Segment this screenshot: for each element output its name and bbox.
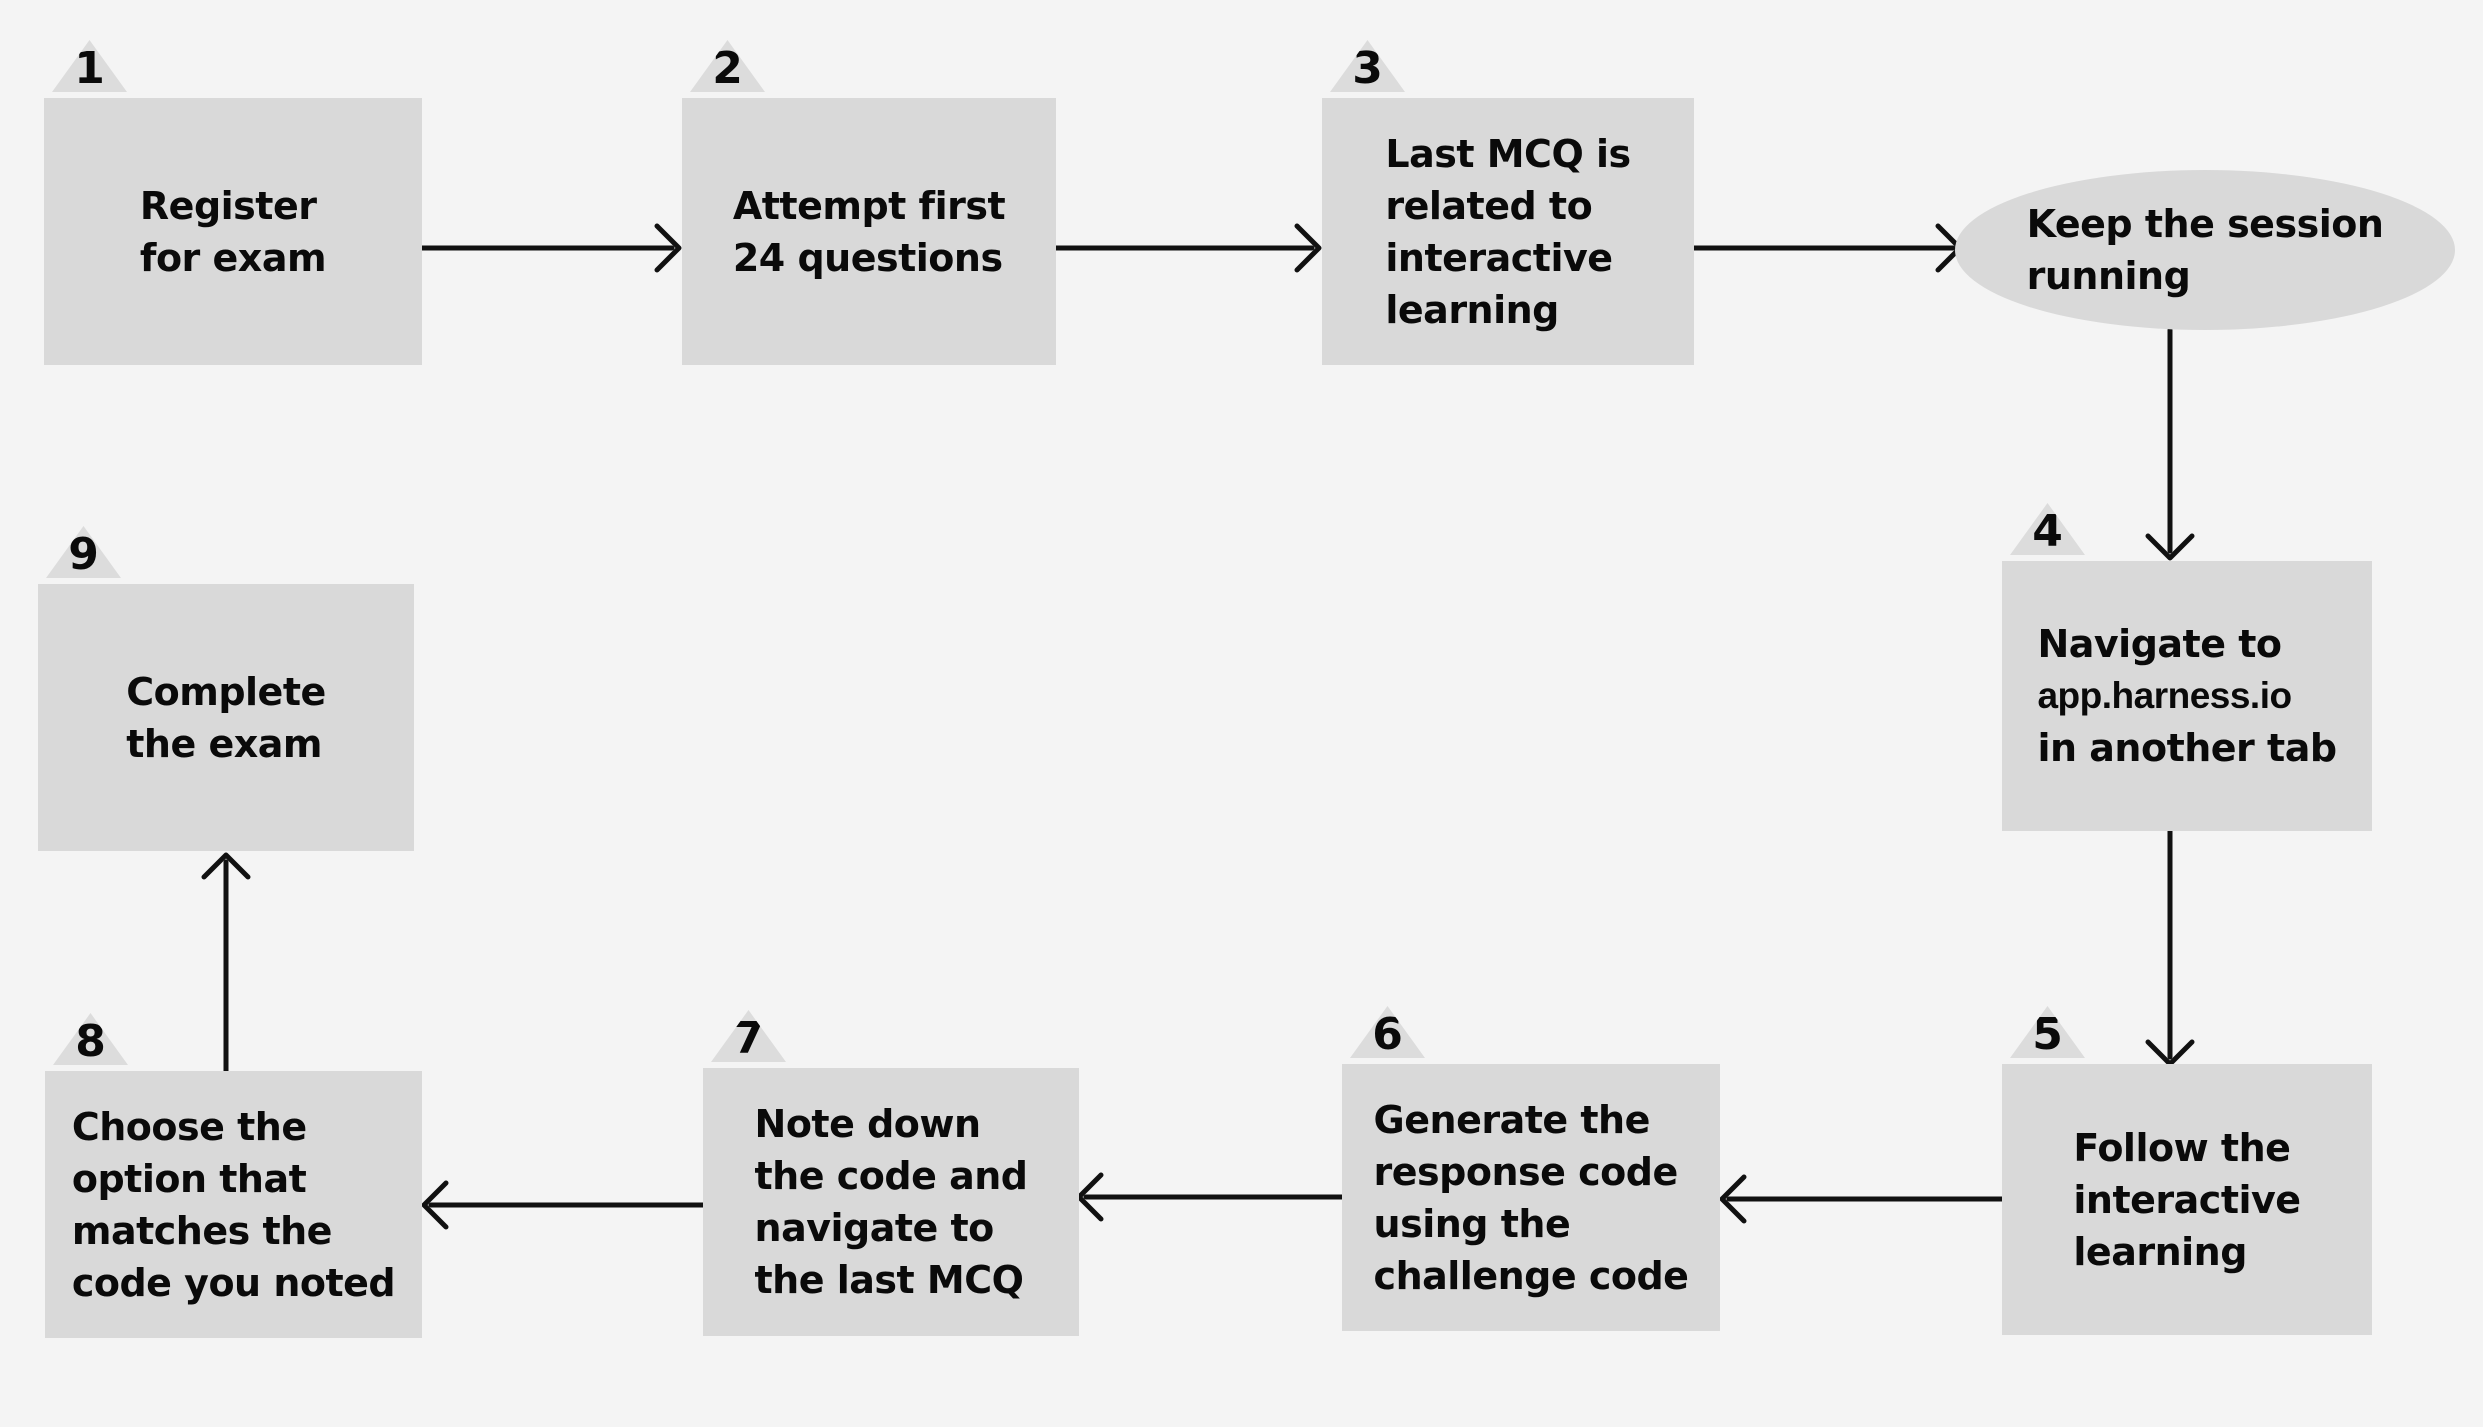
step-6-box: Generate the response code using the cha… [1342,1064,1720,1331]
step-2-box: Attempt first 24 questions [682,98,1056,365]
arrow-step4-to-step5 [2145,828,2195,1067]
arrow-step7-to-step8 [421,1180,706,1230]
arrow-terminator-to-step4 [2145,327,2195,561]
step-8-label: Choose the option that matches the code … [71,1104,396,1305]
step-6-label: Generate the response code using the cha… [1373,1097,1689,1298]
step-7-box: Note down the code and navigate to the l… [703,1068,1079,1336]
step-8-box: Choose the option that matches the code … [45,1071,422,1338]
step-3-marker-triangle-icon: 3 [1330,40,1405,92]
step-7-number: 7 [733,1013,764,1064]
step-8-marker-triangle-icon: 8 [53,1013,128,1065]
step-4-box: Navigate to app.harness.io in another tab [2002,561,2372,831]
arrow-step1-to-step2 [419,223,682,273]
terminator-keep-session-running: Keep the session running [1955,170,2455,330]
step-4-number: 4 [2032,506,2063,557]
arrow-step2-to-step3 [1053,223,1322,273]
step-9-number: 9 [68,529,99,580]
arrow-step6-to-step7 [1076,1172,1345,1222]
step-1-label: Register for exam [139,183,327,280]
step-2-label: Attempt first 24 questions [732,183,1006,280]
step-4-label-line1: Navigate to [2037,622,2282,666]
step-1-box: Register for exam [44,98,422,365]
step-9-marker-triangle-icon: 9 [46,526,121,578]
step-1-number: 1 [74,43,105,94]
step-7-marker-triangle-icon: 7 [711,1010,786,1062]
step-3-number: 3 [1352,43,1383,94]
step-3-box: Last MCQ is related to interactive learn… [1322,98,1694,365]
arrow-step8-to-step9 [201,852,251,1074]
step-5-number: 5 [2032,1009,2063,1060]
step-6-number: 6 [1372,1009,1403,1060]
step-4-label-url: app.harness.io [2037,675,2292,716]
terminator-label: Keep the session running [2026,202,2384,298]
step-5-marker-triangle-icon: 5 [2010,1006,2085,1058]
step-3-label: Last MCQ is related to interactive learn… [1385,131,1631,332]
step-2-marker-triangle-icon: 2 [690,40,765,92]
step-9-box: Complete the exam [38,584,414,851]
step-7-label: Note down the code and navigate to the l… [754,1102,1028,1302]
step-6-marker-triangle-icon: 6 [1350,1006,1425,1058]
step-5-box: Follow the interactive learning [2002,1064,2372,1335]
step-4-marker-triangle-icon: 4 [2010,503,2085,555]
step-1-marker-triangle-icon: 1 [52,40,127,92]
step-5-label: Follow the interactive learning [2073,1125,2301,1274]
arrow-step5-to-step6 [1719,1174,2005,1224]
step-8-number: 8 [75,1016,106,1067]
step-9-label: Complete the exam [126,669,326,766]
step-4-label: Navigate to app.harness.io in another tab [2037,618,2337,774]
step-2-number: 2 [712,43,743,94]
step-4-label-line3: in another tab [2037,726,2337,770]
arrow-step3-to-terminator [1691,223,1963,273]
